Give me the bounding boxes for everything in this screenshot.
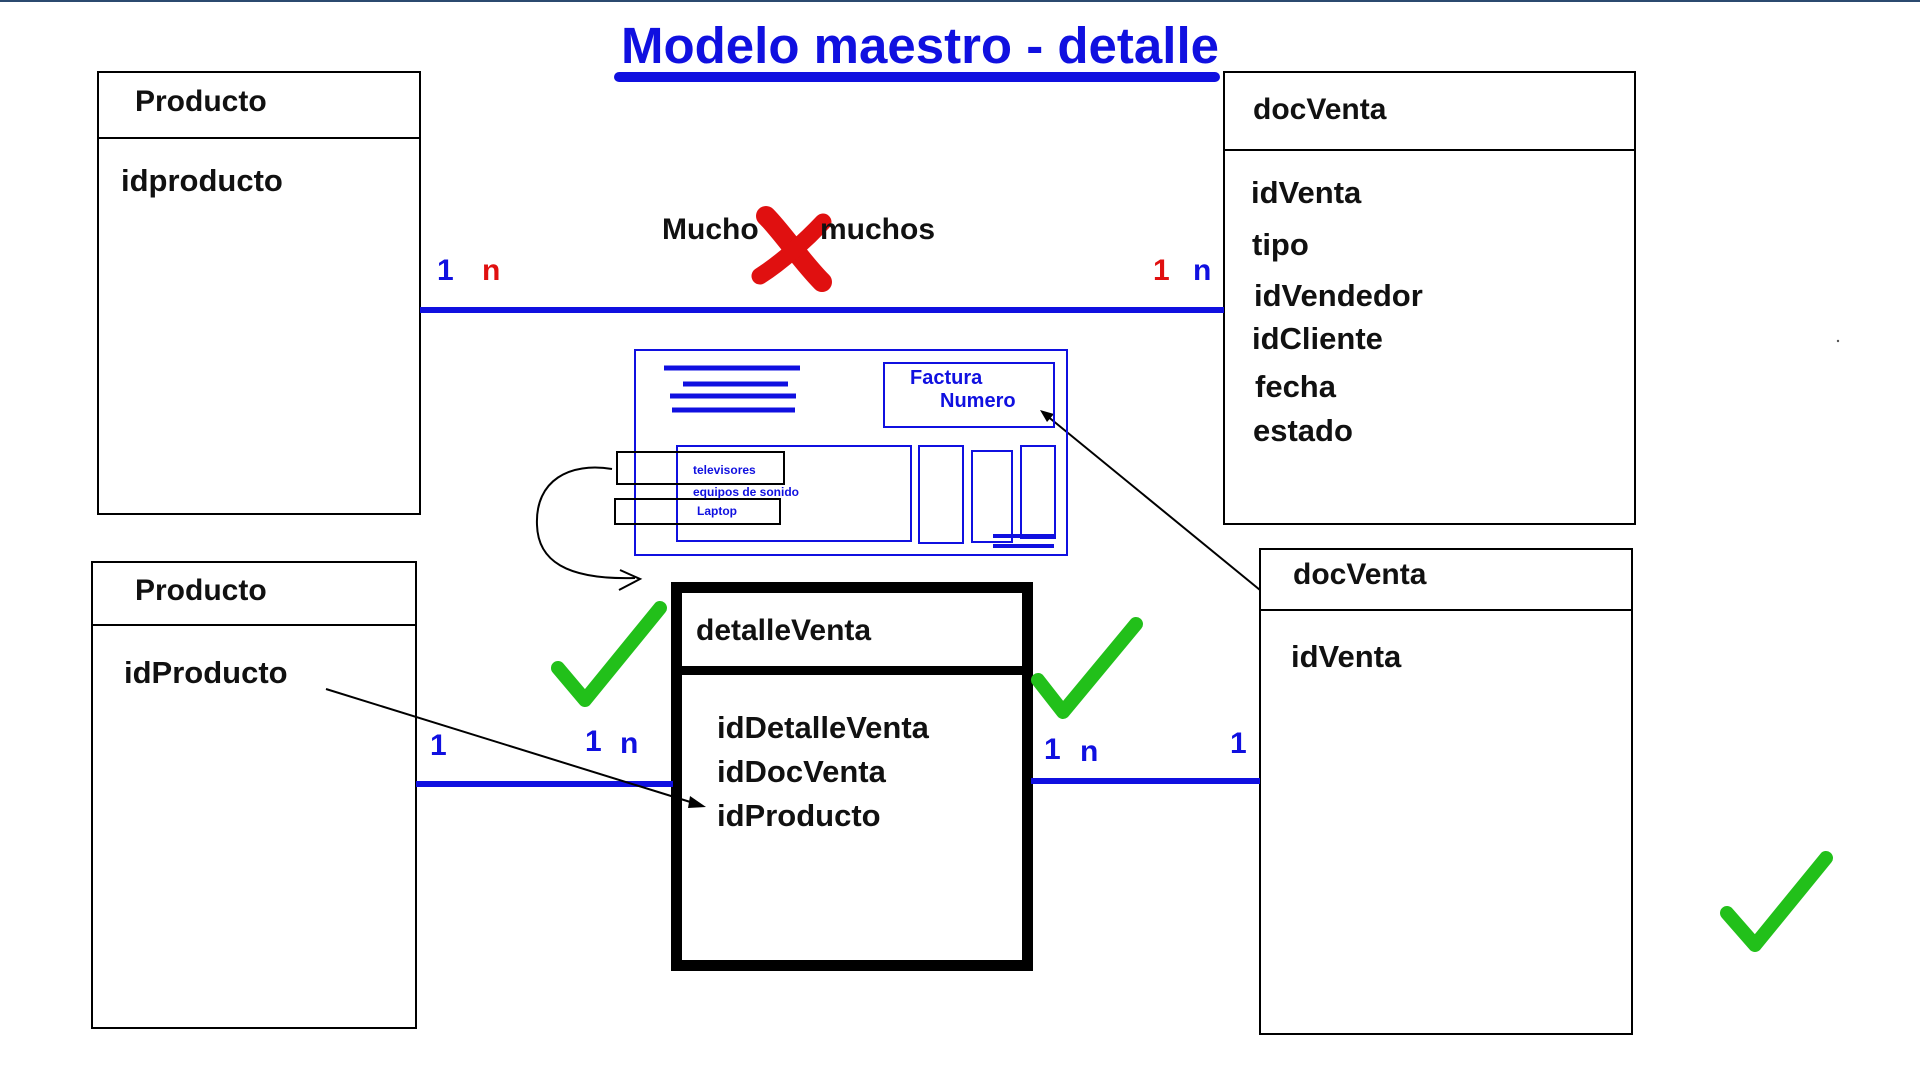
top-border <box>0 0 1920 2</box>
fk-arrow-producto <box>325 688 706 808</box>
entity-detalleventa: detalleVenta idDetalleVenta idDocVenta i… <box>671 582 1033 971</box>
entity-name: docVenta <box>1253 93 1387 126</box>
entity-header: docVenta <box>1261 550 1631 611</box>
entity-name: detalleVenta <box>696 614 872 647</box>
entity-producto-bottom: Producto idProducto <box>91 561 417 1029</box>
invoice-item: televisores <box>693 463 756 477</box>
entity-name: docVenta <box>1293 558 1427 591</box>
cardinality-many: n <box>1193 254 1212 287</box>
entity-header: Producto <box>93 563 415 626</box>
cardinality-one: 1 <box>437 254 454 287</box>
field-fecha: fecha <box>1255 369 1336 404</box>
entity-docventa-bottom: docVenta idVenta <box>1259 548 1633 1035</box>
fk-arrow-docventa <box>1040 410 1261 591</box>
field-iddocventa: idDocVenta <box>717 754 886 789</box>
page-title: Modelo maestro - detalle <box>621 17 1219 74</box>
invoice-title-line2: Numero <box>940 390 1016 412</box>
invoice-sketch <box>614 349 1068 556</box>
title-underline <box>614 72 1220 82</box>
cardinality-many: n <box>1080 735 1099 768</box>
entity-name: Producto <box>135 85 267 118</box>
cardinality-many: n <box>482 254 501 287</box>
cardinality-one: 1 <box>430 729 447 762</box>
green-check-icon <box>551 601 667 707</box>
invoice-title-line1: Factura <box>910 367 983 389</box>
curved-arrow <box>535 466 643 591</box>
field-idvendedor: idVendedor <box>1254 278 1423 313</box>
field-idproducto: idProducto <box>124 655 288 690</box>
relationship-label-left: Mucho <box>662 213 759 246</box>
entity-docventa-top: docVenta idVenta tipo idVendedor idClien… <box>1223 71 1636 525</box>
field-idventa: idVenta <box>1291 639 1402 674</box>
cardinality-many: n <box>620 727 639 760</box>
relationship-label-right: muchos <box>820 213 936 246</box>
entity-header: docVenta <box>1225 73 1634 151</box>
field-idproducto: idproducto <box>121 163 283 198</box>
field-iddetalleventa: idDetalleVenta <box>717 710 929 745</box>
cardinality-one: 1 <box>585 725 602 758</box>
invoice-item: equipos de sonido <box>693 485 800 499</box>
field-tipo: tipo <box>1252 227 1309 262</box>
cardinality-one: 1 <box>1230 727 1247 760</box>
cardinality-one: 1 <box>1153 254 1170 287</box>
green-check-icon <box>1031 617 1143 719</box>
field-idventa: idVenta <box>1251 175 1362 210</box>
field-estado: estado <box>1253 413 1353 448</box>
cardinality-one: 1 <box>1044 733 1061 766</box>
field-idcliente: idCliente <box>1252 321 1383 356</box>
entity-header: Producto <box>99 73 419 139</box>
entity-producto-top: Producto idproducto <box>97 71 421 515</box>
entity-name: Producto <box>135 574 267 607</box>
green-check-icon <box>1720 851 1833 952</box>
entity-header: detalleVenta <box>682 593 1022 675</box>
invoice-item: Laptop <box>697 504 737 518</box>
field-idproducto: idProducto <box>717 798 881 833</box>
red-x-icon <box>751 206 832 292</box>
stray-dot <box>1836 339 1840 343</box>
